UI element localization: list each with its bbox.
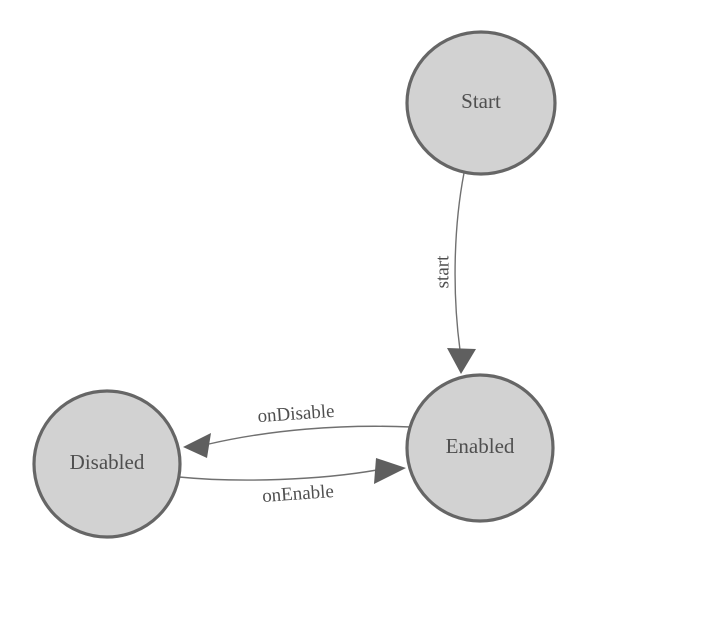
edge-label-start: start bbox=[433, 255, 454, 288]
edge-disabled-to-enabled[interactable]: onEnable bbox=[178, 458, 406, 507]
edge-label-onenable: onEnable bbox=[261, 481, 334, 507]
state-circle-enabled[interactable] bbox=[405, 373, 555, 523]
state-label-disabled: Disabled bbox=[70, 450, 145, 474]
edge-line-ondisable[interactable] bbox=[208, 425, 412, 445]
edge-line-start[interactable] bbox=[454, 172, 465, 351]
edge-enabled-to-disabled[interactable]: onDisable bbox=[183, 401, 412, 458]
state-label-start: Start bbox=[461, 89, 501, 113]
edge-start-to-enabled[interactable]: start bbox=[433, 172, 477, 374]
state-node-enabled[interactable]: Enabled bbox=[405, 373, 555, 523]
arrowhead-right-icon bbox=[374, 458, 406, 484]
edge-label-ondisable: onDisable bbox=[257, 401, 335, 427]
edge-line-onenable[interactable] bbox=[178, 469, 378, 481]
state-node-disabled[interactable]: Disabled bbox=[32, 389, 182, 539]
state-circle-disabled[interactable] bbox=[32, 389, 182, 539]
state-node-start[interactable]: Start bbox=[405, 30, 557, 176]
state-circle-start[interactable] bbox=[405, 30, 557, 176]
arrowhead-down-icon bbox=[447, 348, 476, 374]
arrowhead-left-icon bbox=[183, 433, 211, 458]
state-label-enabled: Enabled bbox=[446, 434, 515, 458]
